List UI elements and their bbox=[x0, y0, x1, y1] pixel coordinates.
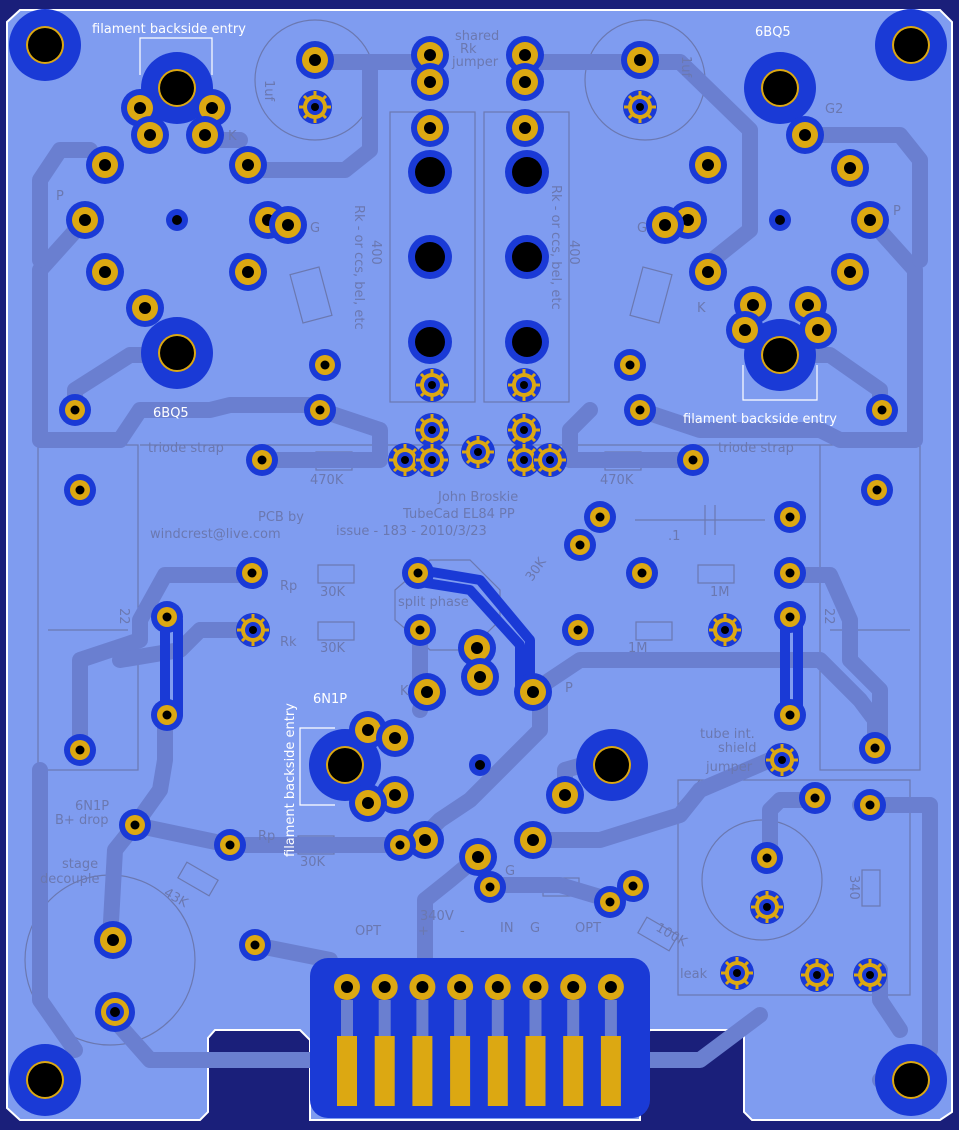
label-6bq5-topright: 6BQ5 bbox=[755, 25, 791, 40]
connector-pin-2 bbox=[371, 974, 398, 1106]
back-uf2: 1uf bbox=[678, 56, 693, 78]
back-470k-right: 470K bbox=[600, 473, 634, 488]
connector-pin-8 bbox=[597, 974, 624, 1106]
board-outline bbox=[6, 9, 953, 1121]
back-opt-left: OPT bbox=[355, 924, 381, 939]
back-silkscreen-text: shared Rk jumper 1uf 1uf 400 400 Rk - or… bbox=[40, 29, 901, 982]
back-minus: - bbox=[460, 924, 465, 939]
back-1m-a: 1M bbox=[710, 585, 730, 600]
back-k-small: K bbox=[400, 684, 409, 699]
connector-pin-4 bbox=[447, 974, 474, 1106]
connector-pin-6 bbox=[522, 974, 549, 1106]
back-470k-left: 470K bbox=[310, 473, 344, 488]
edge-connector bbox=[310, 958, 650, 1118]
back-1m-b: 1M bbox=[628, 641, 648, 656]
back-plus: + bbox=[418, 924, 429, 939]
back-issue: issue - 183 - 2010/3/23 bbox=[336, 524, 487, 539]
top-copper-traces bbox=[160, 565, 803, 720]
back-p-small: P bbox=[565, 681, 573, 696]
back-p-right: P bbox=[893, 204, 901, 219]
back-uf1: 1uf bbox=[261, 80, 276, 102]
back-jumper: jumper bbox=[451, 55, 499, 70]
back-cap1: .1 bbox=[668, 529, 680, 544]
back-tube-int: tube int. bbox=[700, 727, 755, 742]
ground-pads bbox=[95, 88, 889, 1032]
back-rp: Rp bbox=[280, 579, 297, 594]
back-stage: stage bbox=[62, 857, 98, 872]
top-silkscreen: filament backside entry 6BQ5 6BQ5 filame… bbox=[92, 22, 837, 857]
back-g-small: G bbox=[505, 864, 515, 879]
connector-pin-3 bbox=[409, 974, 436, 1106]
label-6bq5-bottomleft: 6BQ5 bbox=[153, 406, 189, 421]
back-g2: G2 bbox=[825, 102, 843, 117]
back-triode-left: triode strap bbox=[148, 441, 224, 456]
back-email: windcrest@live.com bbox=[150, 527, 281, 542]
back-k-right: K bbox=[697, 301, 706, 316]
back-400-right: 400 bbox=[566, 240, 581, 265]
back-30k-a: 30K bbox=[320, 585, 346, 600]
back-jumper2: jumper bbox=[705, 760, 753, 775]
back-rp2: Rp bbox=[258, 829, 275, 844]
back-22-right: 22 bbox=[821, 608, 836, 625]
label-fil-vertical: filament backside entry bbox=[283, 703, 298, 857]
label-fil-left: filament backside entry bbox=[92, 22, 246, 37]
back-split: split phase bbox=[398, 595, 469, 610]
back-k-left: K bbox=[228, 129, 237, 144]
back-30k-d: 30K bbox=[300, 855, 326, 870]
back-340: 340 bbox=[846, 875, 861, 900]
back-author: John Broskie bbox=[437, 490, 518, 505]
back-bdrop: B+ drop bbox=[55, 813, 108, 828]
back-30k-c: 30K bbox=[320, 641, 346, 656]
back-shield: shield bbox=[718, 741, 757, 756]
back-p-left: P bbox=[56, 189, 64, 204]
back-pcb-by: PCB by bbox=[258, 510, 304, 525]
back-leak: leak bbox=[680, 967, 708, 982]
back-triode-right: triode strap bbox=[718, 441, 794, 456]
back-shared: shared bbox=[455, 29, 499, 44]
back-400-left: 400 bbox=[368, 240, 383, 265]
back-decouple: decouple bbox=[40, 872, 99, 887]
label-6n1p: 6N1P bbox=[313, 692, 347, 707]
back-rk-cc-left: Rk - or ccs, bel, etc bbox=[351, 205, 366, 330]
connector-pin-7 bbox=[560, 974, 587, 1106]
large-holes bbox=[408, 150, 549, 364]
back-opt-right: OPT bbox=[575, 921, 601, 936]
back-rk: Rk bbox=[460, 42, 477, 57]
label-fil-right: filament backside entry bbox=[683, 412, 837, 427]
back-g: G bbox=[530, 921, 540, 936]
back-project: TubeCad EL84 PP bbox=[402, 507, 515, 522]
connector-pin-5 bbox=[484, 974, 511, 1106]
back-g-left: G bbox=[310, 221, 320, 236]
back-g-right: G bbox=[637, 221, 647, 236]
back-rk2: Rk bbox=[280, 635, 297, 650]
connector-pin-1 bbox=[334, 974, 360, 1106]
back-340v: 340V bbox=[420, 909, 454, 924]
back-rk-cc-right: Rk - or ccs, bel, etc bbox=[548, 185, 563, 310]
back-in: IN bbox=[500, 921, 514, 936]
back-6n1p: 6N1P bbox=[75, 799, 109, 814]
back-22-left: 22 bbox=[116, 608, 131, 625]
